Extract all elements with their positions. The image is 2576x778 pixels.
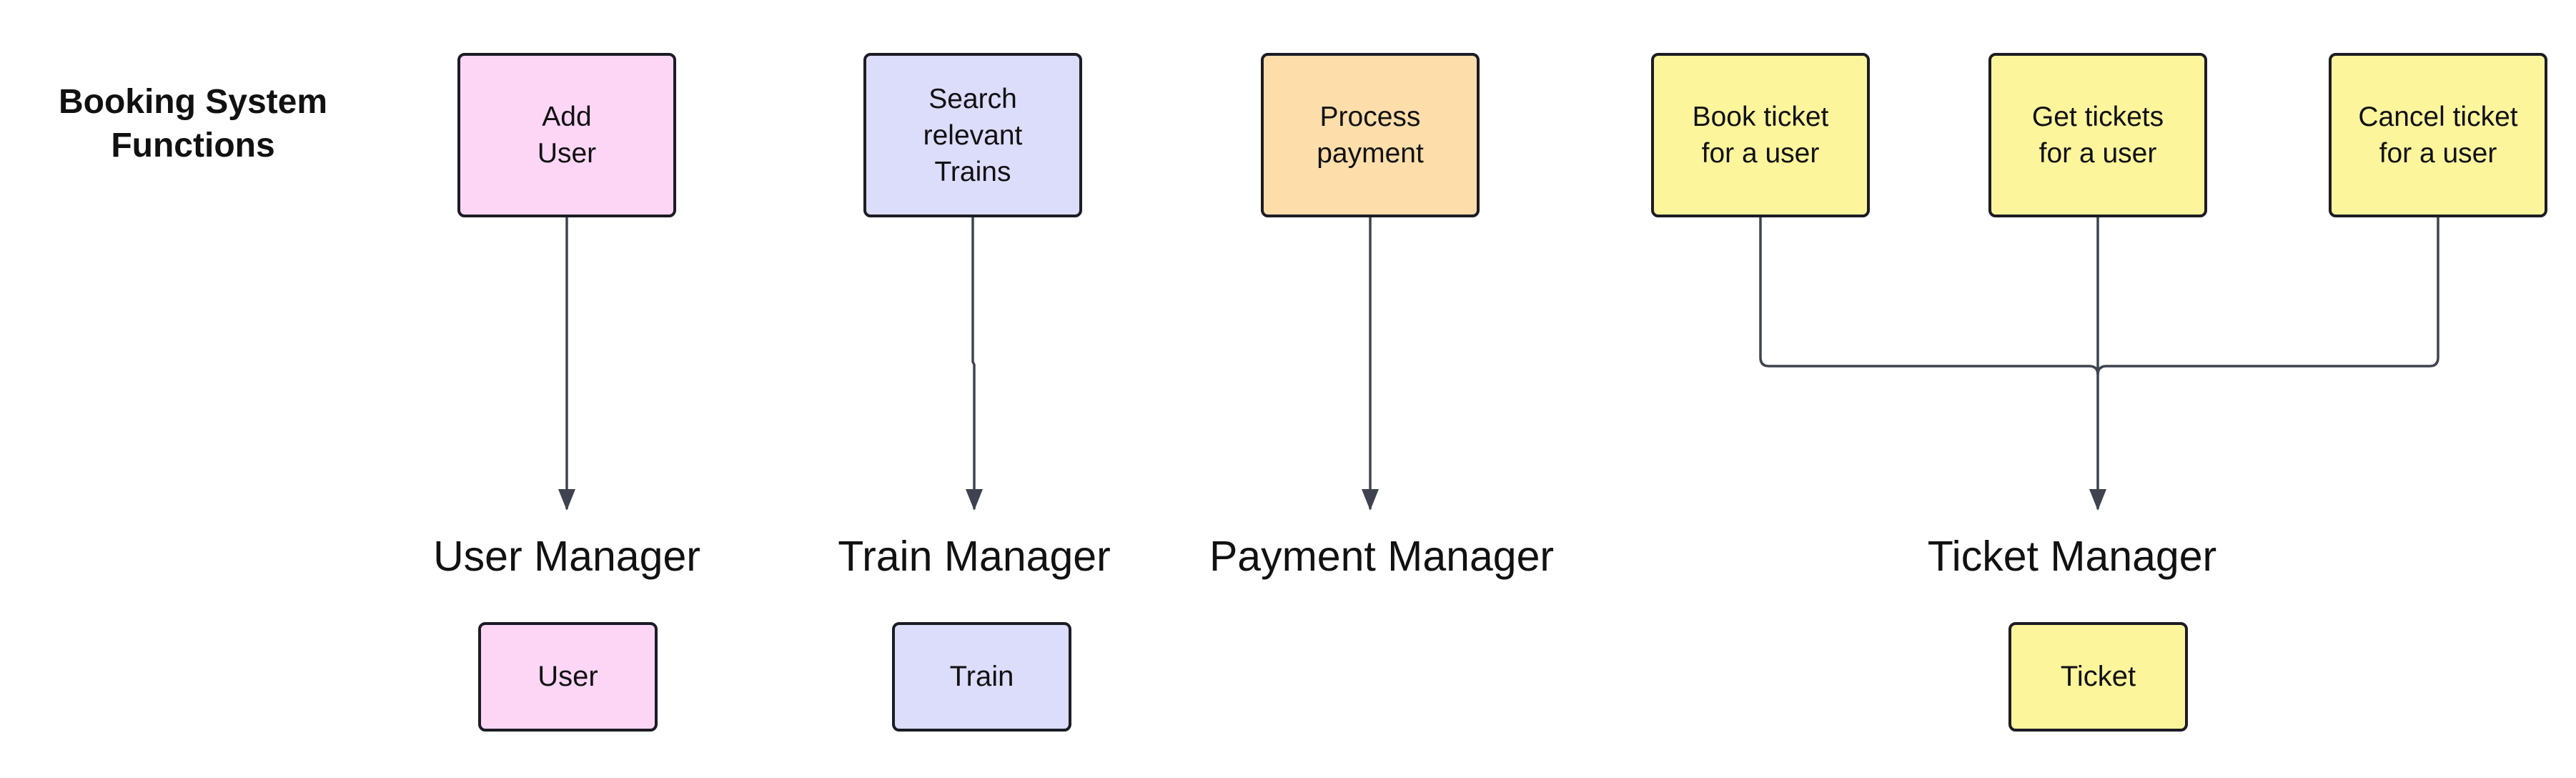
function-box-book-ticket[interactable]: Book ticket for a user <box>1651 53 1870 217</box>
manager-label-ticket: Ticket Manager <box>1927 533 2217 580</box>
entity-box-train[interactable]: Train <box>892 622 1071 732</box>
entity-box-user[interactable]: User <box>478 622 658 732</box>
connector-cancel-ticket <box>2106 217 2439 368</box>
function-box-get-tickets[interactable]: Get tickets for a user <box>1988 53 2207 217</box>
function-box-add-user[interactable]: Add User <box>457 53 676 217</box>
function-box-process-payment[interactable]: Process payment <box>1261 53 1480 217</box>
function-box-cancel-ticket[interactable]: Cancel ticket for a user <box>2329 53 2547 217</box>
diagram-title: Booking System Functions <box>58 83 328 164</box>
manager-label-user: User Manager <box>433 533 700 580</box>
arrowhead-user-manager <box>558 489 575 511</box>
connector-merge-left <box>2089 365 2099 375</box>
arrow-search-trains-to-train-manager <box>971 217 976 509</box>
connector-book-ticket <box>1759 217 2089 368</box>
entity-box-ticket[interactable]: Ticket <box>2008 622 2188 732</box>
connector-merge-right <box>2096 365 2107 375</box>
function-box-search-trains[interactable]: Search relevant Trains <box>863 53 1082 217</box>
manager-label-train: Train Manager <box>838 533 1111 580</box>
manager-label-payment: Payment Manager <box>1209 533 1555 580</box>
arrowhead-train-manager <box>966 489 983 511</box>
arrowhead-payment-manager <box>1362 489 1379 511</box>
arrowhead-ticket-manager <box>2089 489 2106 511</box>
